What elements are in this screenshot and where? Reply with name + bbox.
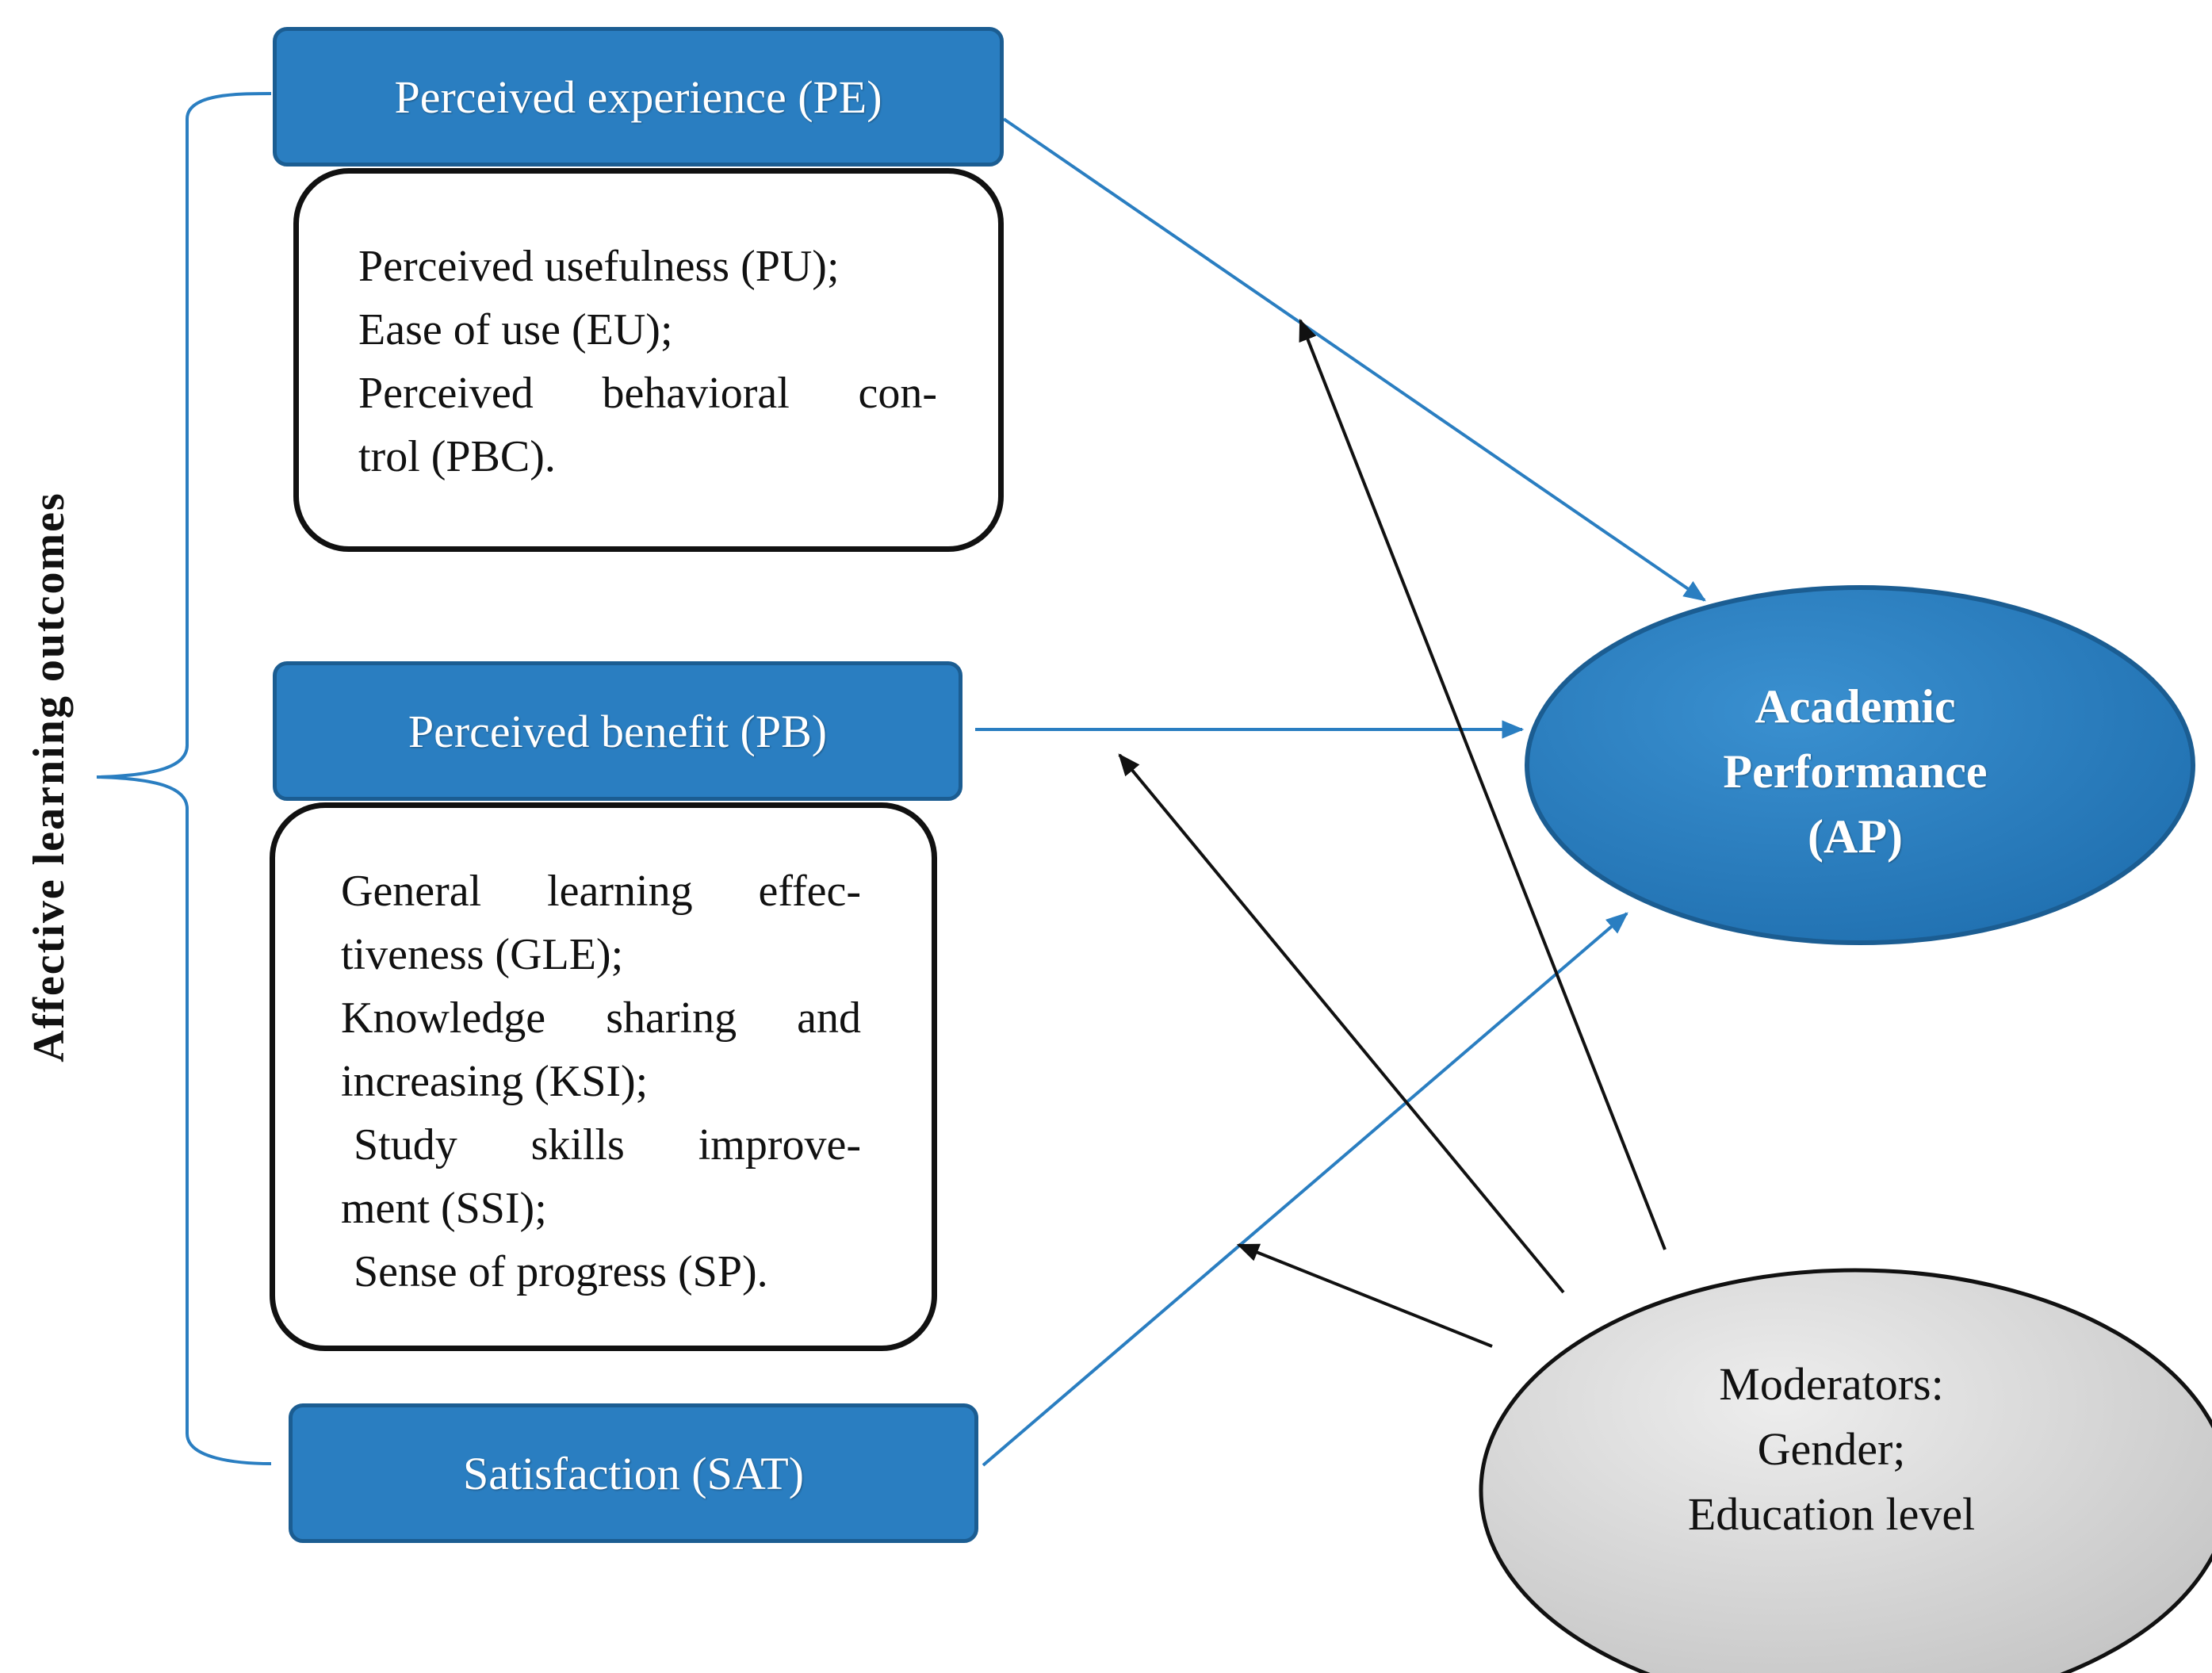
pb-detail-word: improve- xyxy=(698,1120,861,1170)
pb-details-box xyxy=(270,802,937,1351)
pb-detail-ssi-line: Study skills improve- xyxy=(341,1113,861,1177)
pe-details-box xyxy=(293,168,1004,552)
academic-performance-label: Academic Performance (AP) xyxy=(1522,674,2188,869)
moderators-line-2: Gender; xyxy=(1757,1423,1906,1475)
pb-detail-ksi-line: Knowledge sharing and xyxy=(341,986,861,1050)
pe-details-text: Perceived usefulness (PU); Ease of use (… xyxy=(358,235,937,488)
pb-detail-ksi-end: increasing (KSI); xyxy=(341,1057,649,1106)
moderators-ellipse xyxy=(1479,1268,2212,1673)
pe-detail-pbc-line: Perceived behavioral con- xyxy=(358,362,937,425)
grouping-brace xyxy=(96,92,272,1465)
pe-detail-word: behavioral xyxy=(602,369,790,418)
pb-detail-gle-line: General learning effec- xyxy=(341,859,861,923)
ap-line-1: Academic xyxy=(1755,680,1956,733)
pb-detail-sp: Sense of progress (SP). xyxy=(354,1247,768,1296)
pb-details-text: General learning effec- tiveness (GLE); … xyxy=(341,859,861,1304)
affective-learning-outcomes-label: Affective learning outcomes xyxy=(25,492,74,1062)
moderator-arrow-pb-path xyxy=(1118,753,1565,1294)
moderators-line-1: Moderators: xyxy=(1719,1358,1944,1410)
moderators-line-3: Education level xyxy=(1687,1488,1976,1540)
pb-detail-word: sharing xyxy=(606,993,737,1043)
satisfaction-box: Satisfaction (SAT) xyxy=(289,1403,978,1543)
perceived-experience-box: Perceived experience (PE) xyxy=(273,27,1004,167)
pb-detail-word: skills xyxy=(530,1120,625,1170)
pb-detail-word: learning xyxy=(547,867,693,916)
pb-detail-word: and xyxy=(797,993,861,1043)
pb-detail-ssi-end: ment (SSI); xyxy=(341,1184,547,1233)
ap-line-2: Performance xyxy=(1723,745,1988,798)
moderators-label: Moderators: Gender; Education level xyxy=(1451,1352,2212,1547)
pb-detail-word: effec- xyxy=(758,867,861,916)
pe-detail-pu: Perceived usefulness (PU); xyxy=(358,242,840,291)
pe-detail-eu: Ease of use (EU); xyxy=(358,305,673,354)
ap-line-3: (AP) xyxy=(1808,810,1903,863)
pb-detail-word: Study xyxy=(354,1120,457,1170)
satisfaction-title: Satisfaction (SAT) xyxy=(462,1447,805,1499)
perceived-benefit-title: Perceived benefit (PB) xyxy=(408,705,828,757)
perceived-benefit-box: Perceived benefit (PB) xyxy=(273,661,962,801)
pe-detail-pbc-end: trol (PBC). xyxy=(358,432,556,481)
pb-detail-word: General xyxy=(341,867,482,916)
pb-detail-gle-end: tiveness (GLE); xyxy=(341,930,624,979)
pe-detail-word: con- xyxy=(858,369,937,418)
pb-detail-word: Knowledge xyxy=(341,993,546,1043)
academic-performance-ellipse xyxy=(1525,585,2195,945)
arrow-pe-to-ap xyxy=(1002,117,1706,602)
arrow-sat-to-ap xyxy=(982,912,1628,1467)
pe-detail-word: Perceived xyxy=(358,369,534,418)
moderator-arrow-pe-path xyxy=(1299,318,1667,1250)
perceived-experience-title: Perceived experience (PE) xyxy=(394,71,882,123)
moderator-arrow-sat-path xyxy=(1236,1243,1493,1348)
